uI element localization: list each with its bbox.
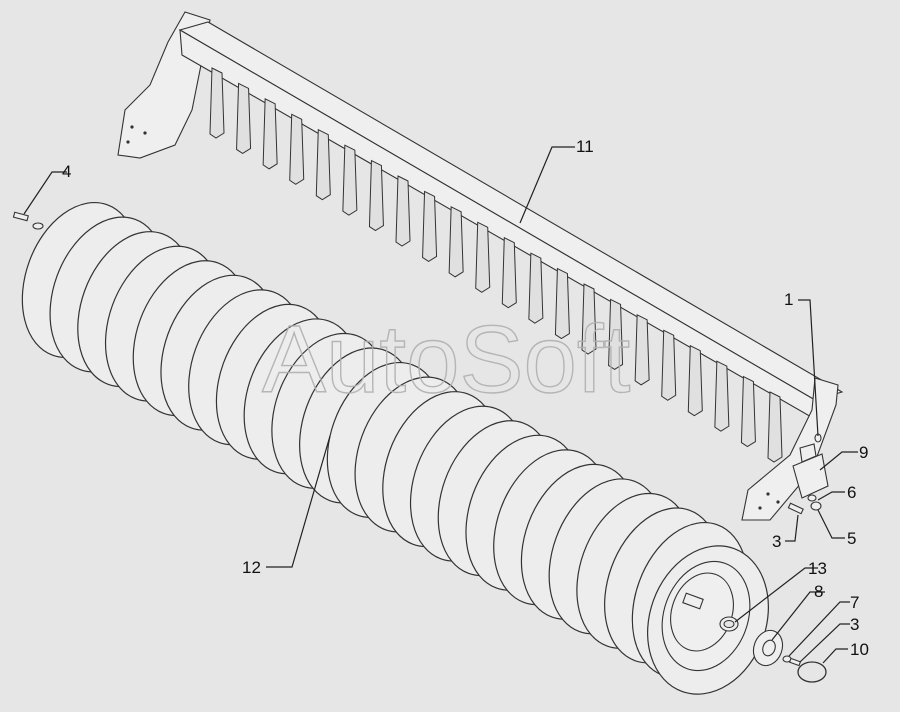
- frame-bar: [117, 11, 844, 521]
- callout-5: 5: [847, 529, 856, 548]
- callout-8: 8: [814, 582, 823, 601]
- callout-12: 12: [242, 558, 261, 577]
- tine: [289, 113, 305, 185]
- tine: [422, 190, 438, 263]
- callout-10: 10: [850, 640, 869, 659]
- tine: [634, 314, 650, 386]
- tine: [554, 267, 570, 340]
- callout-leaders: [23, 146, 858, 664]
- tine: [767, 391, 783, 463]
- watermark-text: AutoSoft: [262, 306, 630, 413]
- callout-9: 9: [859, 443, 868, 462]
- callout-3-lower: 3: [850, 615, 859, 634]
- hardware: [12, 211, 829, 683]
- callout-4: 4: [62, 162, 71, 181]
- tine: [209, 67, 225, 139]
- tine: [236, 82, 252, 155]
- callout-1: 1: [784, 290, 793, 309]
- tine: [475, 221, 491, 293]
- tine: [395, 175, 411, 247]
- tine: [608, 298, 624, 371]
- roller-hub: [647, 545, 769, 695]
- tine: [687, 344, 703, 417]
- callout-3-upper: 3: [772, 532, 781, 551]
- callout-6: 6: [847, 483, 856, 502]
- tine: [528, 252, 544, 324]
- callout-7: 7: [850, 593, 859, 612]
- tine: [315, 128, 331, 201]
- callout-13: 13: [808, 559, 827, 578]
- tine: [740, 375, 756, 448]
- tine: [581, 283, 597, 355]
- tine: [661, 329, 677, 401]
- tine: [368, 159, 384, 232]
- callout-11: 11: [576, 137, 594, 156]
- tine: [448, 206, 464, 278]
- tine: [342, 144, 358, 216]
- comb-tines: [209, 67, 783, 463]
- callout-labels: 11 1 4 9 6 5 3 12 13 8 7 3 10: [62, 137, 869, 659]
- tine: [501, 236, 517, 309]
- tine: [262, 98, 278, 170]
- tine: [714, 360, 730, 432]
